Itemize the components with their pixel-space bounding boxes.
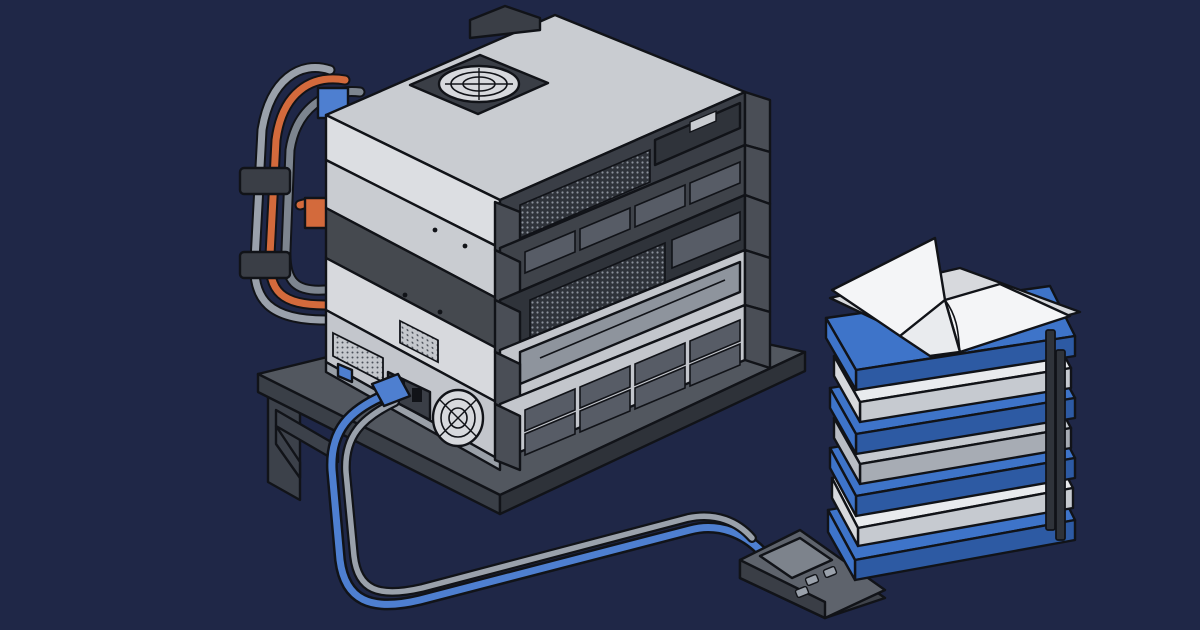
fan-icon <box>431 388 485 448</box>
cable-connector <box>370 372 412 408</box>
server-rack-icon <box>324 4 772 472</box>
ethernet-cable-icon <box>325 389 766 611</box>
usb-device-icon <box>738 528 887 620</box>
open-book-icon <box>828 236 1082 358</box>
cable-tie <box>238 166 292 280</box>
fan-icon <box>408 53 550 116</box>
